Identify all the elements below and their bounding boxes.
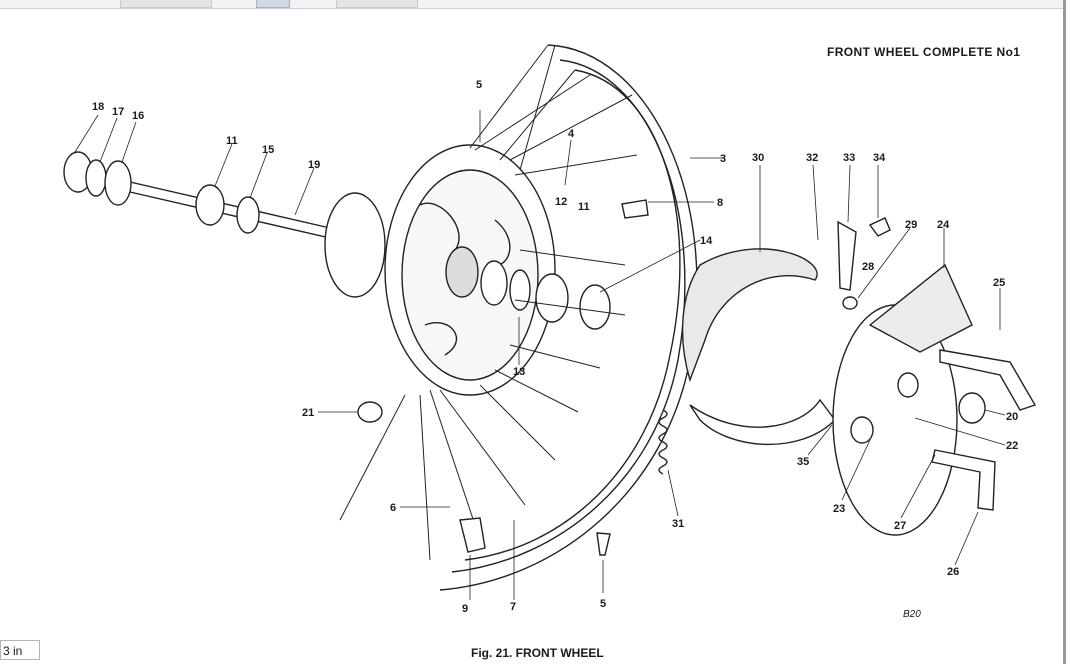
- callout-18: 18: [92, 101, 104, 113]
- rim-edge: [464, 69, 681, 561]
- callout-19: 19: [308, 159, 320, 171]
- axle-bearing-left: [195, 184, 225, 226]
- window-right-edge: [1063, 0, 1066, 664]
- callout-14: 14: [700, 235, 713, 247]
- callout-33: 33: [843, 152, 855, 164]
- cam-nut: [958, 392, 986, 424]
- hub-spoke-vane: [419, 202, 460, 251]
- callout-23: 23: [833, 503, 845, 515]
- viewer-toolbar-strip: [0, 0, 1066, 9]
- callout-28: 28: [862, 261, 874, 273]
- spokes: [339, 44, 638, 561]
- callout-24: 24: [937, 219, 950, 231]
- callout-20: 20: [1006, 411, 1018, 423]
- hub-seal: [480, 260, 508, 306]
- return-spring: [658, 409, 668, 475]
- callout-4: 5: [476, 79, 482, 91]
- zoom-field[interactable]: 3 in: [0, 640, 40, 660]
- callout-9: 8: [717, 197, 723, 209]
- callout-13: 13: [513, 366, 525, 378]
- callout-27: 27: [894, 520, 906, 532]
- hub-spoke-vane: [424, 322, 458, 356]
- viewer-tab[interactable]: [336, 0, 418, 8]
- callout-22: 22: [1006, 440, 1018, 452]
- brake-arm: [939, 349, 1037, 411]
- drawing-code: B20: [903, 609, 921, 620]
- callout-31: 31: [672, 518, 684, 530]
- callout-17: 17: [112, 106, 124, 118]
- callout-5: 6: [390, 502, 396, 514]
- callout-8: 5: [600, 598, 606, 610]
- cam-lever: [931, 449, 996, 511]
- tyre-valve: [459, 517, 486, 553]
- rubber-plug: [357, 401, 383, 423]
- callout-21: 21: [302, 407, 314, 419]
- callout-11b: 11: [578, 201, 590, 213]
- callout-12: 12: [555, 196, 567, 208]
- callout-32: 32: [806, 152, 818, 164]
- callout-16: 16: [132, 110, 144, 122]
- backplate-cover: [868, 263, 973, 353]
- callout-6: 7: [510, 601, 516, 613]
- hub-oil-seal: [579, 284, 611, 330]
- callout-29: 29: [905, 219, 917, 231]
- hub-bearing-right: [535, 273, 569, 323]
- adjuster-clip: [868, 217, 891, 237]
- spoke-nipple: [596, 532, 611, 556]
- callout-10: 9: [462, 603, 468, 615]
- callout-3: 3: [720, 153, 726, 165]
- callout-26: 26: [947, 566, 959, 578]
- callout-30: 30: [752, 152, 764, 164]
- brake-shoe: [681, 248, 818, 383]
- brake-shoe-lower: [689, 398, 836, 446]
- cable-adjuster-washer: [842, 296, 858, 310]
- callout-11: 11: [226, 135, 238, 147]
- balance-weight: [621, 199, 649, 219]
- hub-drum: [324, 192, 386, 298]
- callout-25: 25: [993, 277, 1005, 289]
- callout-15: 15: [262, 144, 274, 156]
- backplate-stud: [850, 416, 874, 444]
- hub-spacer: [509, 269, 531, 311]
- backplate-bush: [897, 372, 919, 398]
- callout-35: 35: [797, 456, 809, 468]
- axle-spacer: [236, 196, 260, 234]
- axle-collar: [104, 160, 132, 206]
- cable-adjuster: [837, 220, 857, 291]
- axle-spindle: [129, 181, 331, 239]
- leader-lines: [74, 110, 1006, 600]
- callout-7: 4: [568, 128, 575, 140]
- axle-washer: [85, 159, 107, 197]
- figure-caption: Fig. 21. FRONT WHEEL: [471, 646, 604, 660]
- callout-34: 34: [873, 152, 886, 164]
- viewer-tab-active[interactable]: [256, 0, 290, 8]
- hub-bore: [445, 246, 479, 298]
- viewer-tab[interactable]: [120, 0, 212, 8]
- page-title: FRONT WHEEL COMPLETE No1: [827, 45, 1021, 59]
